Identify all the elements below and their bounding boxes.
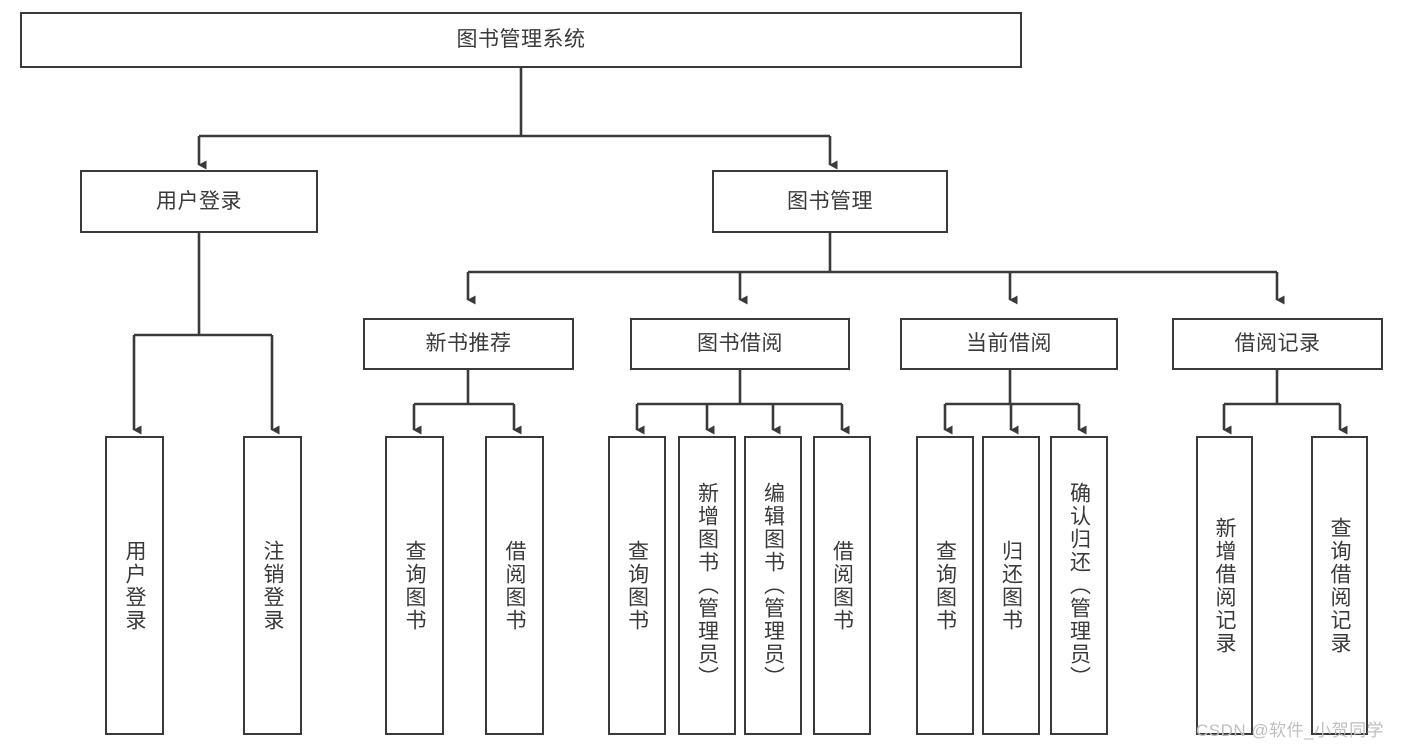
node-borrow-record[interactable]: 借阅记录 (1172, 318, 1383, 370)
node-label: 查询图书 (403, 539, 426, 632)
node-label: 新增图书（管理员） (695, 482, 719, 689)
node-label: 借阅图书 (830, 539, 854, 632)
node-label: 新书推荐 (425, 332, 512, 356)
node-label: 编辑图书（管理员） (761, 482, 785, 689)
node-leaf-borrow-edit-book[interactable]: 编辑图书（管理员） (744, 436, 802, 735)
node-book-borrow[interactable]: 图书借阅 (630, 318, 850, 370)
node-label: 图书管理系统 (456, 28, 586, 52)
node-label: 归还图书 (999, 539, 1023, 632)
node-leaf-recommend-query-book[interactable]: 查询图书 (385, 436, 444, 735)
node-label: 当前借阅 (966, 332, 1052, 356)
node-label: 图书管理 (787, 189, 873, 213)
node-leaf-borrow-query-book[interactable]: 查询图书 (608, 436, 666, 735)
node-book-management[interactable]: 图书管理 (712, 170, 948, 233)
node-label: 用户登录 (123, 539, 146, 632)
node-label: 查询借阅记录 (1328, 516, 1351, 655)
node-current-borrow[interactable]: 当前借阅 (900, 318, 1118, 370)
node-leaf-user-login[interactable]: 用户登录 (105, 436, 164, 735)
node-label: 确认归还（管理员） (1067, 482, 1091, 689)
node-user-login[interactable]: 用户登录 (80, 170, 318, 233)
node-label: 新增借阅记录 (1213, 516, 1236, 655)
node-label: 查询图书 (933, 539, 957, 632)
node-leaf-current-return-book[interactable]: 归还图书 (982, 436, 1040, 735)
node-label: 查询图书 (625, 539, 649, 632)
node-leaf-borrow-add-book[interactable]: 新增图书（管理员） (678, 436, 736, 735)
node-leaf-user-logout[interactable]: 注销登录 (243, 436, 302, 735)
node-leaf-record-query[interactable]: 查询借阅记录 (1311, 436, 1368, 735)
node-label: 用户登录 (156, 189, 242, 213)
node-leaf-record-add[interactable]: 新增借阅记录 (1196, 436, 1253, 735)
node-label: 注销登录 (261, 539, 284, 632)
node-leaf-current-confirm-return[interactable]: 确认归还（管理员） (1050, 436, 1108, 735)
node-leaf-recommend-borrow-book[interactable]: 借阅图书 (485, 436, 544, 735)
node-root-system[interactable]: 图书管理系统 (20, 12, 1022, 68)
csdn-watermark: CSDN @软件_小贺同学 (1196, 721, 1385, 740)
node-leaf-current-query-book[interactable]: 查询图书 (916, 436, 974, 735)
node-new-book-recommend[interactable]: 新书推荐 (363, 318, 574, 370)
node-label: 借阅图书 (503, 539, 526, 632)
node-leaf-borrow-borrow-book[interactable]: 借阅图书 (813, 436, 871, 735)
node-label: 借阅记录 (1234, 332, 1321, 356)
node-label: 图书借阅 (697, 332, 783, 356)
